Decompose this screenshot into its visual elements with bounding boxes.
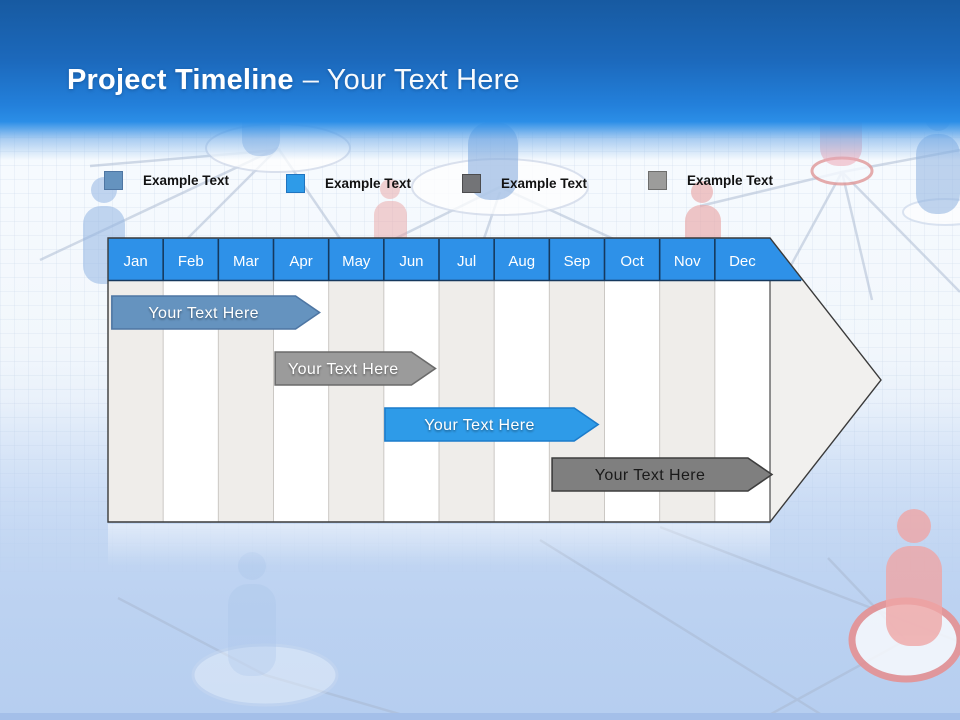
legend-label: Example Text: [143, 172, 230, 188]
hub-node: [205, 123, 351, 173]
month-header-band: [108, 238, 803, 281]
hub-node: [810, 156, 874, 186]
month-label: Dec: [729, 253, 756, 270]
legend-swatch-dark-gray-icon: [462, 173, 481, 193]
bottom-edge-strip: [0, 713, 960, 720]
gantt-bar-label: Your Text Here: [424, 417, 535, 434]
month-label: Mar: [233, 253, 259, 270]
timeline-chart: Jan Feb Mar Apr May Jun Jul Aug Sep Oct Nov Dec You…: [107, 237, 882, 523]
month-label: Nov: [674, 253, 701, 270]
gantt-bar: [111, 295, 321, 330]
month-header-row: Jan Feb Mar Apr May Jun Jul Aug Sep Oct Nov Dec: [108, 239, 801, 282]
legend-swatch-steel-blue-icon: [104, 170, 123, 190]
legend-label: Example Text: [325, 175, 412, 191]
hub-node: [902, 198, 960, 226]
gantt-bar-label: Your Text Here: [595, 467, 706, 484]
month-label: Apr: [289, 253, 312, 270]
legend-label: Example Text: [687, 172, 774, 188]
month-label: Feb: [178, 253, 204, 270]
legend-swatch-bright-blue-icon: [286, 173, 305, 193]
gantt-bar: [274, 351, 437, 386]
slide-title: Project Timeline– Your Text Here: [67, 60, 520, 100]
legend-item: Example Text: [286, 171, 411, 195]
person-figure-blue: [228, 552, 276, 676]
timeline-column: [383, 280, 439, 522]
person-figure-red: [820, 76, 862, 166]
timeline-column: [328, 280, 384, 522]
hub-node: [191, 643, 339, 707]
title-regular-text: – Your Text Here: [302, 64, 520, 96]
gantt-bar: [384, 407, 600, 442]
gantt-bar-label: Your Text Here: [148, 305, 259, 322]
gantt-bar-label: Your Text Here: [288, 361, 399, 378]
month-label: Jul: [457, 253, 476, 270]
month-label: Sep: [564, 253, 591, 270]
timeline-column: [439, 280, 495, 522]
title-bold-text: Project Timeline: [67, 64, 294, 96]
legend-item: Example Text: [462, 171, 587, 195]
month-label: Jan: [123, 253, 147, 270]
month-label: Jun: [399, 253, 423, 270]
timeline-arrow-outline: [107, 237, 882, 523]
month-label: Oct: [620, 253, 644, 270]
month-label: Aug: [508, 253, 535, 270]
month-label: May: [342, 253, 371, 270]
person-figure-blue: [916, 105, 960, 214]
legend-item: Example Text: [104, 168, 229, 192]
legend-swatch-light-gray-icon: [648, 170, 667, 190]
timeline-column: [494, 280, 550, 522]
legend-item: Example Text: [648, 168, 773, 192]
legend-label: Example Text: [501, 175, 588, 191]
hub-node: [848, 597, 960, 683]
gantt-bar: [551, 457, 774, 492]
